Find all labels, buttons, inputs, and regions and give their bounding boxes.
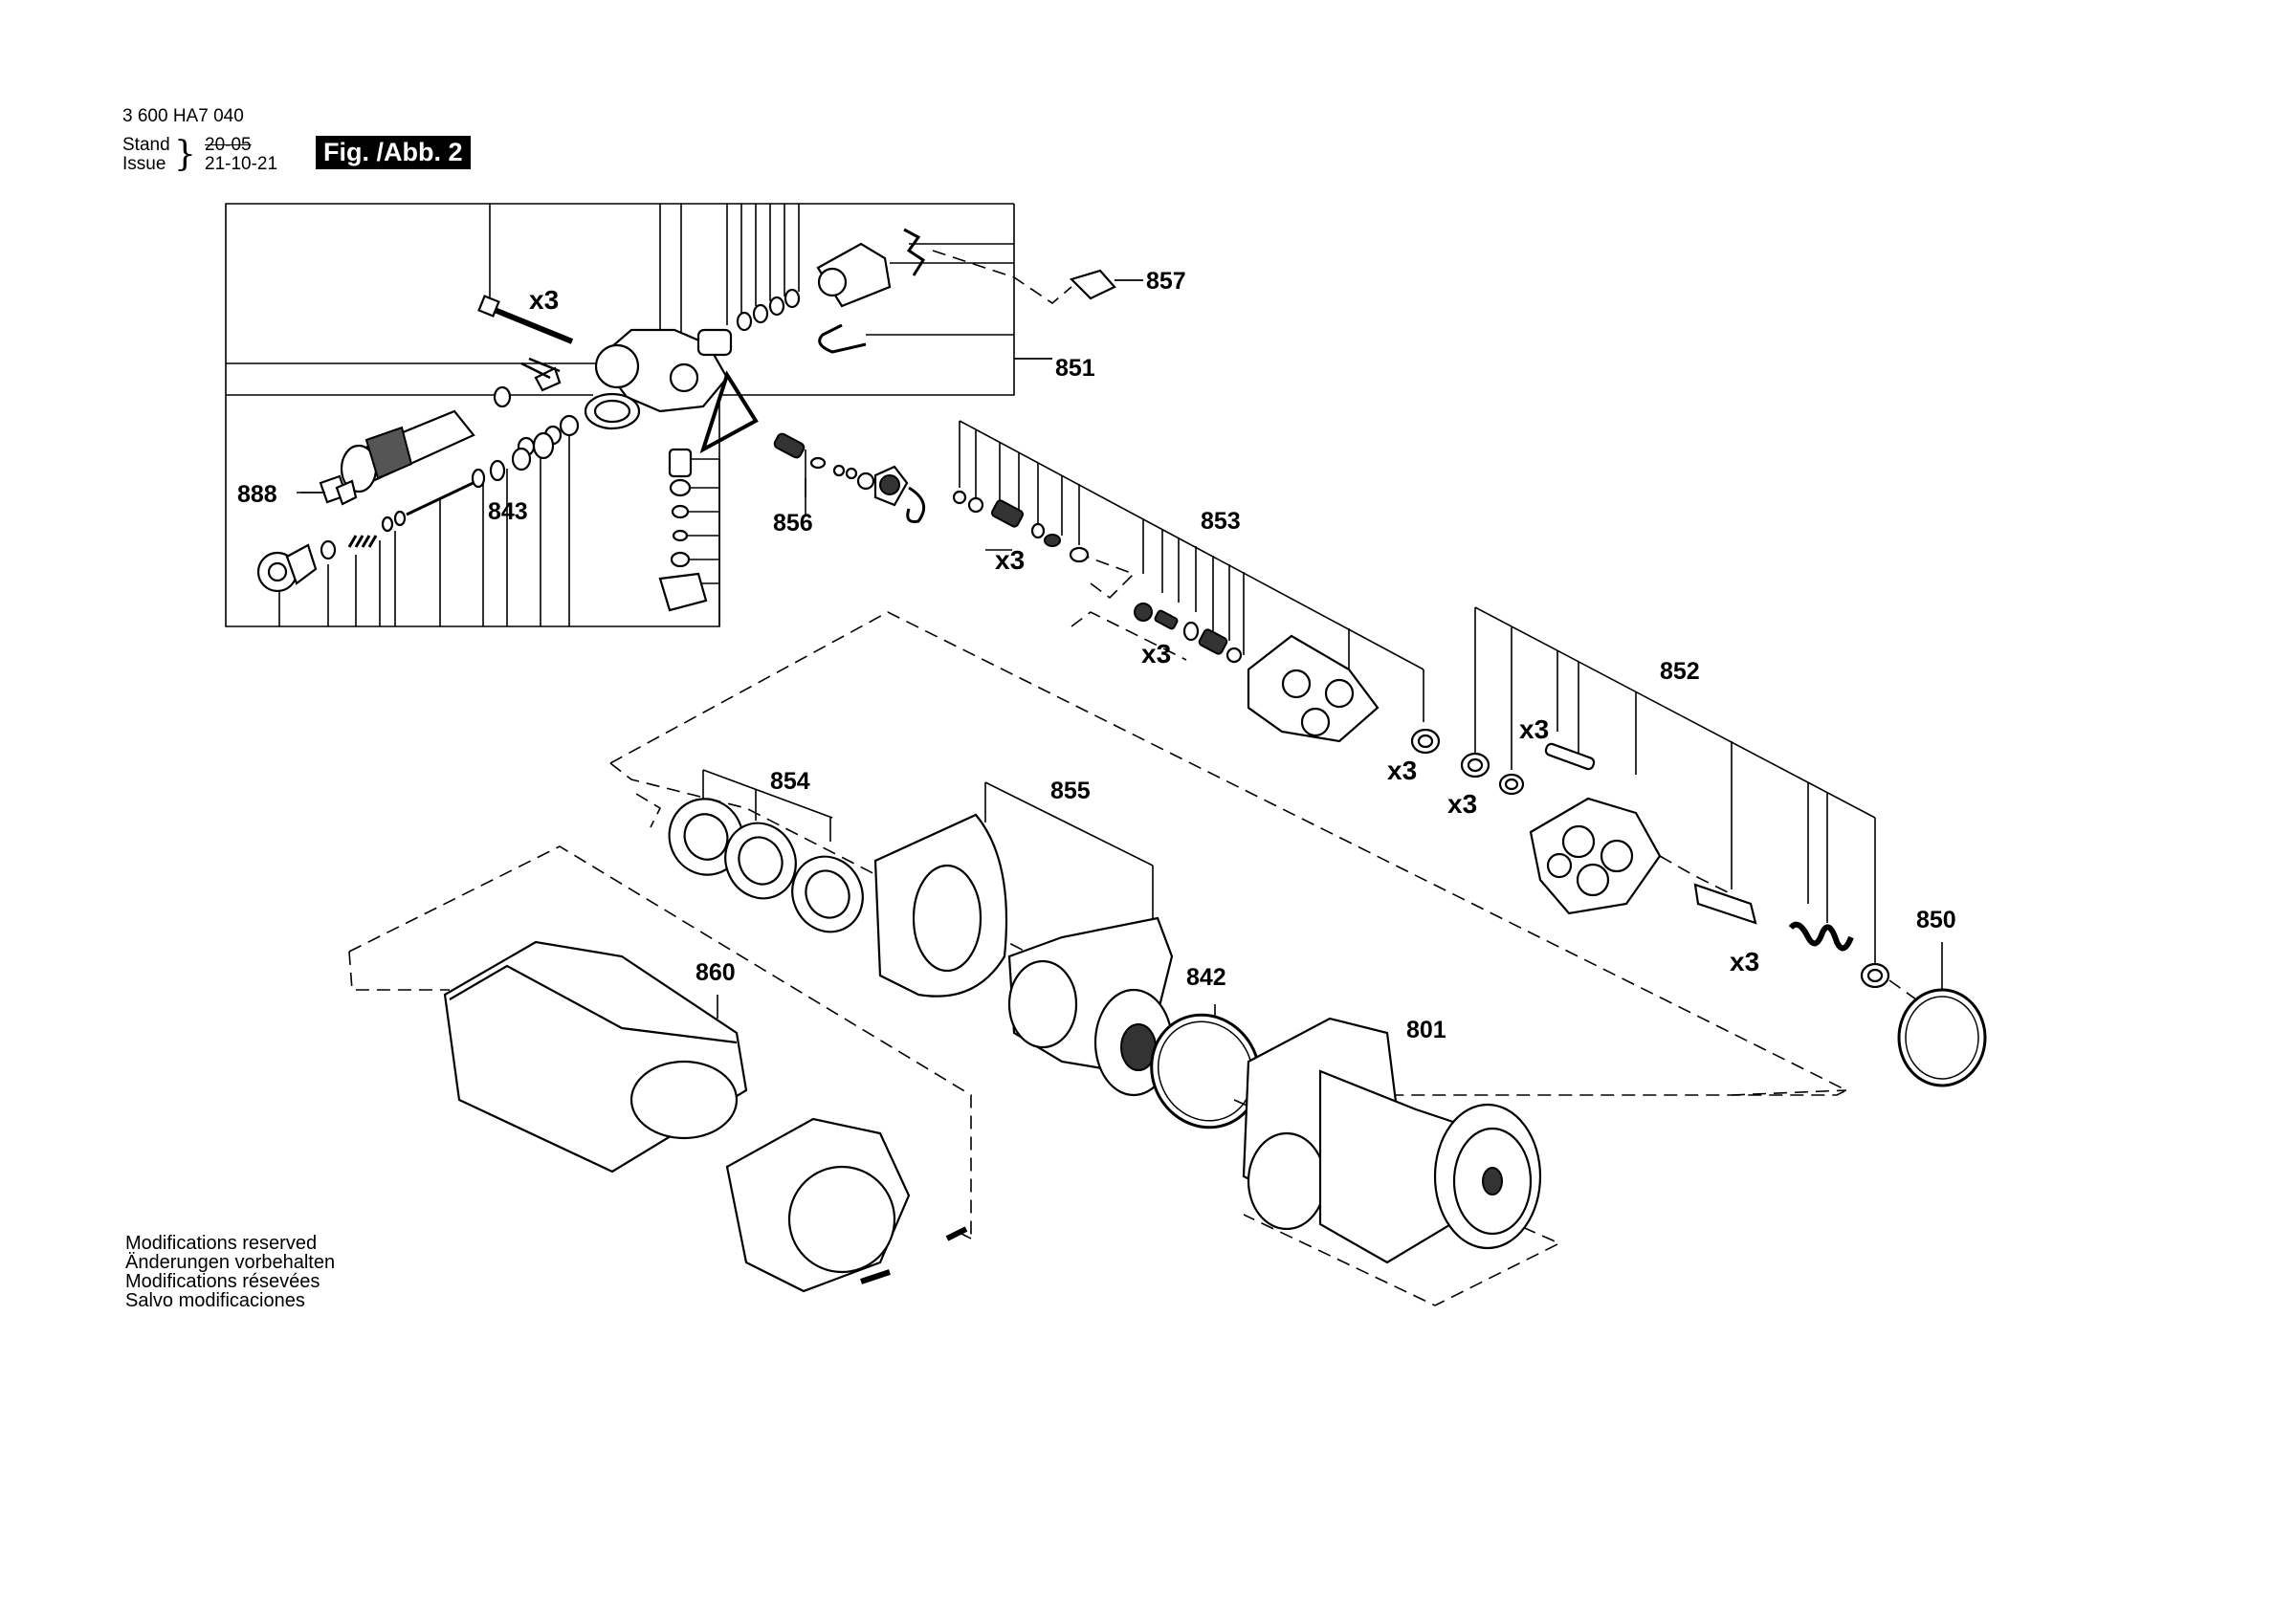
callout-853: 853 bbox=[1201, 508, 1241, 535]
callout-843: 843 bbox=[488, 498, 528, 525]
callout-842: 842 bbox=[1186, 964, 1226, 991]
callout-850: 850 bbox=[1916, 907, 1956, 933]
callout-852: 852 bbox=[1660, 658, 1700, 685]
callout-860: 860 bbox=[695, 959, 736, 986]
qty-mark: x3 bbox=[529, 285, 559, 315]
piston-assembly-852 bbox=[1460, 606, 1987, 1087]
callout-856: 856 bbox=[773, 510, 813, 537]
qty-mark: x3 bbox=[1519, 714, 1549, 744]
issue-label: Issue bbox=[122, 154, 166, 174]
callout-857: 857 bbox=[1146, 268, 1186, 295]
figure-tag: Fig. /Abb. 2 bbox=[316, 136, 471, 169]
document-number: 3 600 HA7 040 bbox=[122, 106, 244, 126]
note-line: Änderungen vorbehalten bbox=[125, 1252, 336, 1273]
callout-854: 854 bbox=[770, 768, 810, 795]
note-line: Modifications résevées bbox=[125, 1271, 320, 1292]
dashed-outline-main bbox=[609, 611, 1848, 1096]
callout-leaders bbox=[297, 279, 1143, 516]
assembly-box-851 bbox=[225, 203, 1072, 627]
qty-mark: x3 bbox=[1141, 639, 1171, 669]
note-line: Salvo modificaciones bbox=[125, 1290, 305, 1311]
valve-assembly-853 bbox=[952, 420, 1441, 755]
motor-801 bbox=[1233, 1017, 1561, 1306]
brace-icon: } bbox=[174, 135, 196, 174]
issue-date: 21-10-21 bbox=[205, 154, 278, 174]
valve-parts-856 bbox=[773, 432, 926, 523]
bearing-group-854 bbox=[635, 769, 864, 933]
fan-housing-855 bbox=[873, 781, 1174, 1097]
qty-mark: x3 bbox=[1387, 756, 1417, 785]
note-line: Modifications reserved bbox=[125, 1233, 318, 1254]
stand-label: Stand bbox=[122, 135, 170, 155]
callout-855: 855 bbox=[1050, 778, 1091, 804]
callout-851: 851 bbox=[1055, 355, 1095, 382]
qty-mark: x3 bbox=[1447, 789, 1477, 819]
quantity-marks: x3 x3 x3 x3 x3 x3 x3 bbox=[529, 285, 1759, 976]
pump-head-parts bbox=[256, 228, 1143, 612]
callout-labels: 857 851 888 843 856 853 852 854 855 850 … bbox=[237, 268, 1956, 1043]
qty-mark: x3 bbox=[1730, 947, 1759, 976]
callout-801: 801 bbox=[1406, 1017, 1446, 1043]
modifications-notes: Modifications reserved Änderungen vorbeh… bbox=[125, 1234, 335, 1310]
o-ring-842 bbox=[1150, 1004, 1261, 1130]
stand-date: 20-05 bbox=[205, 135, 252, 155]
callout-888: 888 bbox=[237, 481, 277, 508]
qty-mark: x3 bbox=[995, 545, 1025, 575]
housing-860 bbox=[348, 845, 972, 1293]
